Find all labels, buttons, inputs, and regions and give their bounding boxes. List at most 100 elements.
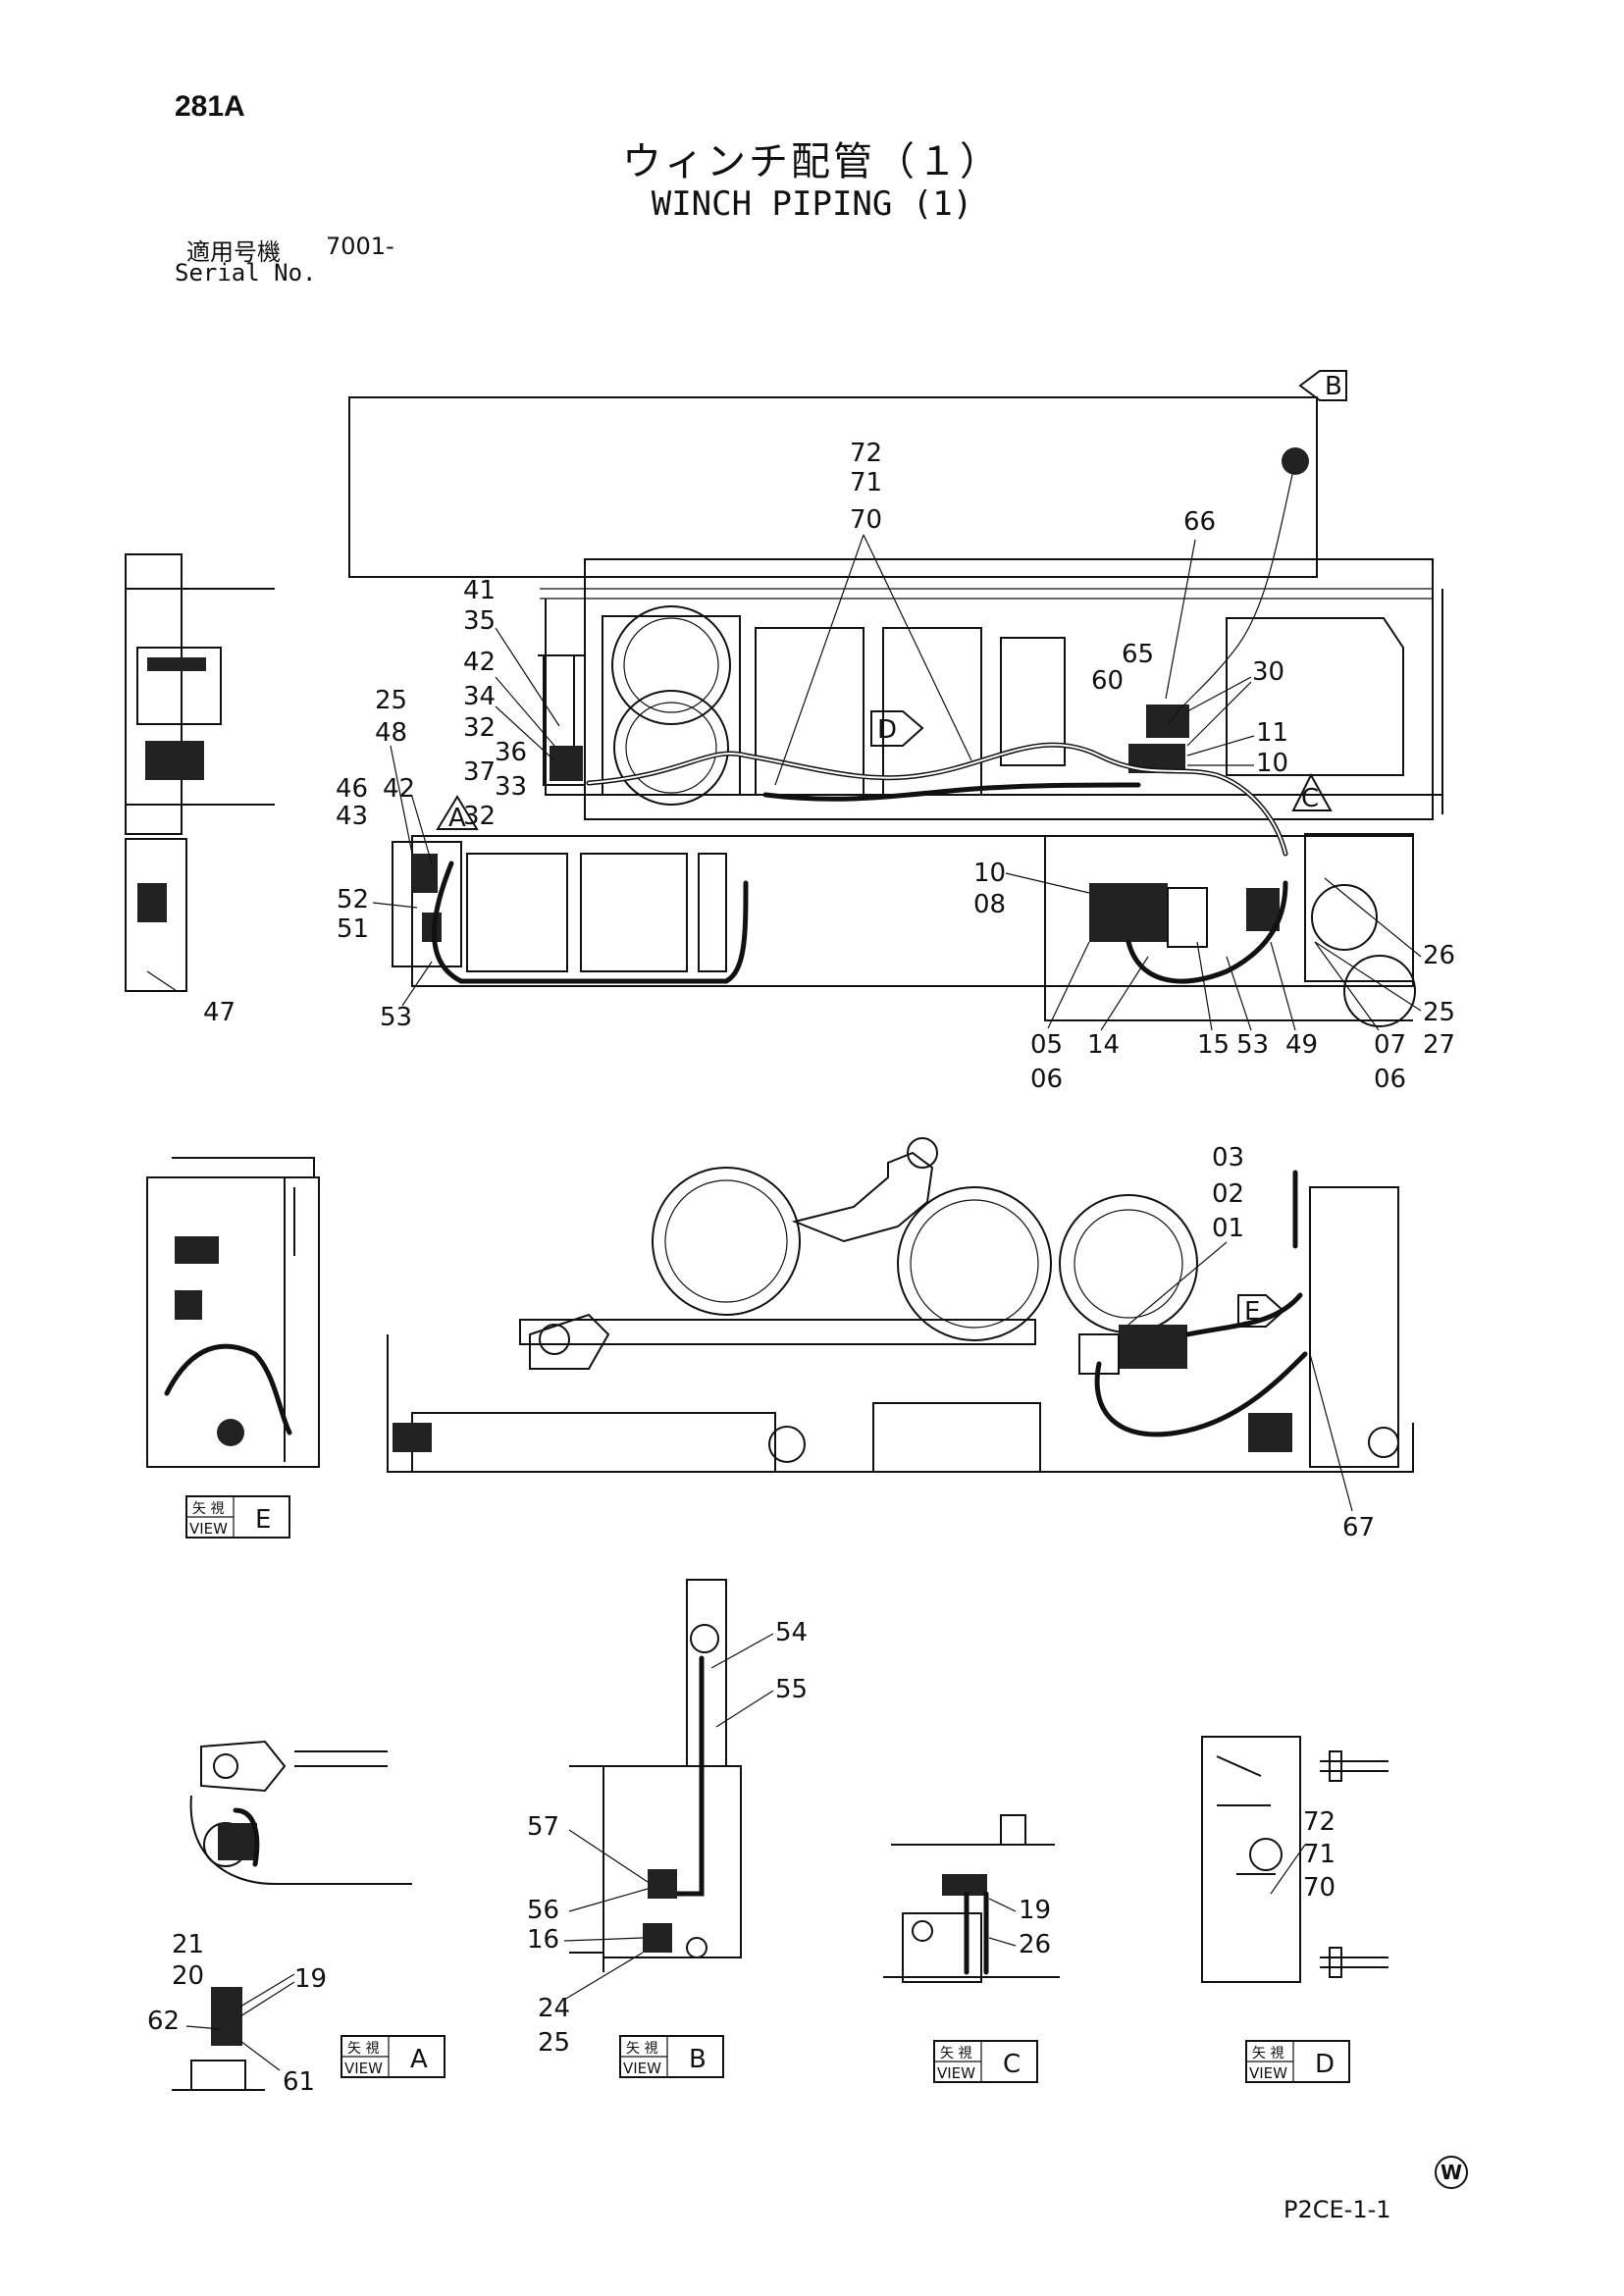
part-16: 16 <box>527 1925 559 1955</box>
main-top-view <box>348 396 1443 1027</box>
boom-pin <box>539 1324 570 1355</box>
svg-text:A: A <box>448 804 466 833</box>
view-b-frame <box>569 1765 604 1972</box>
pressure-gauge <box>1282 447 1309 475</box>
part-35: 35 <box>463 606 496 636</box>
valve-left-body2 <box>422 913 442 942</box>
part-42-left: 42 <box>383 774 415 804</box>
part-41: 41 <box>463 576 496 605</box>
leader-47 <box>146 970 178 992</box>
leader-41 <box>495 627 560 761</box>
part-65: 65 <box>1122 640 1154 669</box>
leader-62 <box>185 2025 222 2030</box>
view-b-gauge <box>690 1624 719 1653</box>
page-number: 281A <box>175 90 245 123</box>
part-36: 36 <box>495 738 527 767</box>
leader-53-left <box>401 961 433 1007</box>
svg-text:VIEW: VIEW <box>937 2064 975 2082</box>
view-c-bracket <box>891 1814 1055 1846</box>
serial-range: 7001- <box>326 233 394 260</box>
part-66: 66 <box>1183 507 1216 537</box>
leader-57 <box>568 1829 649 1883</box>
side-valve <box>145 741 204 780</box>
svg-text:C: C <box>1301 784 1319 813</box>
lower-deck <box>411 835 1414 987</box>
part-20: 20 <box>172 1961 204 1991</box>
part-25-view-b: 25 <box>538 2028 570 2058</box>
part-60: 60 <box>1091 666 1124 696</box>
leader-42-left <box>411 796 433 864</box>
view-d-drawing <box>1201 1736 1388 1983</box>
part-52: 52 <box>337 885 369 914</box>
leader-24 <box>563 1952 644 2001</box>
part-06-right: 06 <box>1374 1065 1406 1094</box>
winch-drum-3-inner <box>1074 1209 1183 1319</box>
view-d-leader <box>1270 1844 1306 1895</box>
part-01: 01 <box>1212 1214 1244 1243</box>
part-70: 70 <box>850 505 882 535</box>
view-a-drawing <box>172 1740 412 2091</box>
drum-upper-inner <box>623 617 719 713</box>
view-c-drawing <box>883 1814 1060 1983</box>
view-b-column <box>686 1579 727 1767</box>
valve-left-body <box>412 854 438 893</box>
leader-11 <box>1186 735 1255 766</box>
view-a-base <box>172 2060 265 2091</box>
side-panel-bottom <box>125 838 187 992</box>
side-panel-top <box>125 553 183 835</box>
part-37: 37 <box>463 757 496 787</box>
leader-01 <box>1127 1241 1228 1326</box>
part-08: 08 <box>973 890 1006 919</box>
part-55: 55 <box>775 1675 808 1704</box>
tank-port-lower <box>1343 955 1416 1027</box>
view-d-clamp-top <box>1329 1750 1342 1782</box>
view-e-valve-2 <box>175 1290 202 1320</box>
drum-lower <box>613 690 729 806</box>
svg-text:VIEW: VIEW <box>623 2060 661 2077</box>
serial-label-japanese: 適用号機 <box>186 238 281 266</box>
elevation-beam <box>519 1319 1036 1345</box>
part-71-view-d: 71 <box>1303 1840 1336 1869</box>
leader-14 <box>1100 956 1149 1031</box>
part-62: 62 <box>147 2007 180 2036</box>
view-marker-a: A <box>436 795 479 833</box>
part-72-view-d: 72 <box>1303 1807 1336 1837</box>
view-a-boom-foot <box>200 1740 287 1793</box>
part-25-right: 25 <box>1423 998 1455 1027</box>
part-07: 07 <box>1374 1030 1406 1060</box>
leader-70 <box>774 534 972 786</box>
part-46: 46 <box>336 774 368 804</box>
leader-49 <box>1270 941 1296 1031</box>
part-72: 72 <box>850 439 882 468</box>
side-box <box>136 647 222 725</box>
leader-66 <box>1165 539 1196 700</box>
pump-frame <box>1044 836 1413 1021</box>
part-32-upper: 32 <box>463 713 496 743</box>
view-c-body <box>883 1912 1060 1983</box>
winch-drum-3 <box>1059 1194 1198 1333</box>
view-b-fitting <box>686 1937 707 1958</box>
part-61: 61 <box>283 2067 315 2097</box>
view-d-port <box>1249 1838 1283 1871</box>
part-10-mid: 10 <box>973 859 1006 888</box>
part-06-left: 06 <box>1030 1065 1063 1094</box>
part-48: 48 <box>375 718 407 748</box>
part-53-right: 53 <box>1236 1030 1269 1060</box>
view-d-rods <box>1320 1760 1388 1968</box>
frame-side <box>545 589 1443 814</box>
view-marker-d: D <box>870 710 924 747</box>
battery-boxes <box>466 853 727 972</box>
view-caption-b: 矢 視 VIEW B <box>619 2035 724 2078</box>
elevation-left-valve <box>393 1423 432 1452</box>
svg-text:A: A <box>410 2045 428 2074</box>
view-a-detail <box>211 1987 242 2046</box>
view-e-top <box>172 1157 315 1177</box>
leader-07 <box>1314 941 1380 1031</box>
view-b-drawing <box>569 1579 742 1972</box>
winch-drum-1-inner <box>664 1179 788 1303</box>
leader-56 <box>568 1888 649 1912</box>
svg-text:矢 視: 矢 視 <box>1252 2046 1283 2061</box>
leader-52 <box>372 902 418 909</box>
hose-secondary <box>762 782 1141 802</box>
view-a-valve <box>218 1823 257 1860</box>
